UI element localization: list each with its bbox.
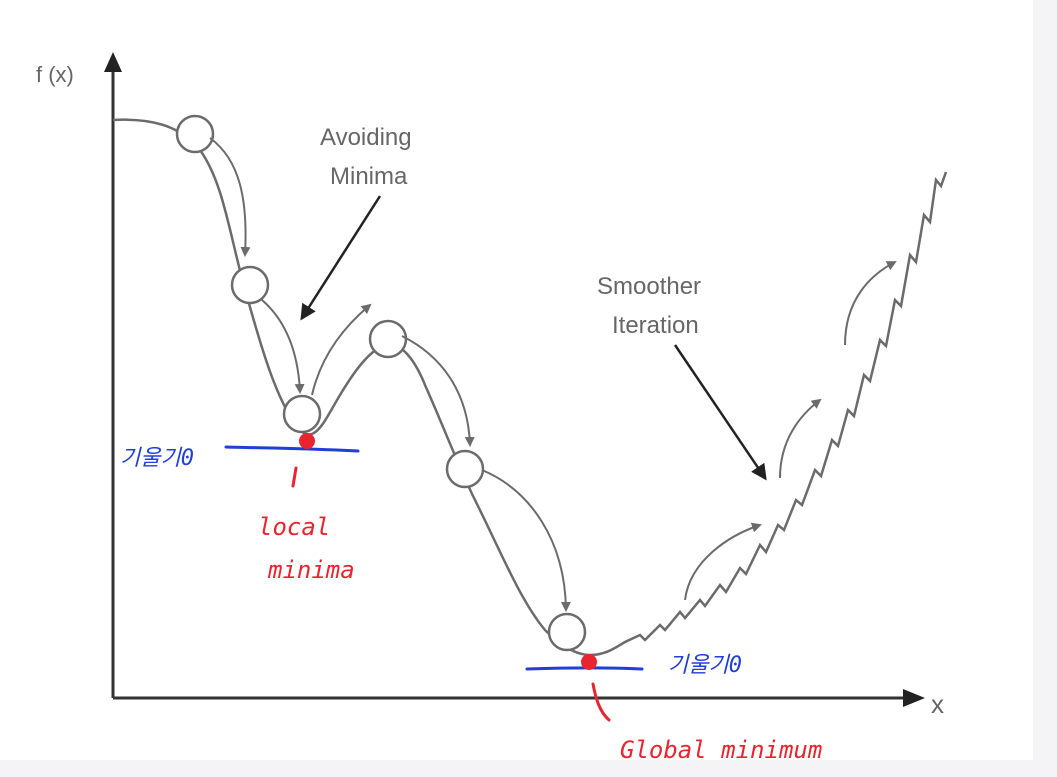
smooth-arc-2 [779, 398, 822, 479]
tangent-line-local [224, 445, 360, 453]
page-edge-right [1033, 0, 1057, 777]
avoiding-minima-line-1: Avoiding [320, 124, 412, 151]
step-arrow-3 [401, 335, 475, 447]
smooth-arc-3 [844, 261, 897, 346]
local-minima-label-line-1: local [258, 513, 330, 541]
local-minima-label-line-2: minima [267, 556, 355, 584]
gradient-zero-right-note: 기울기0 [668, 653, 742, 678]
step-arrow-escape [311, 303, 372, 396]
ball-4 [368, 319, 408, 359]
loss-curve [112, 118, 948, 657]
local-minima-tick [291, 466, 298, 488]
step-arrow-2 [261, 299, 305, 394]
avoiding-minima-line-2: Minima [330, 163, 408, 190]
tangent-line-global [525, 666, 644, 671]
ball-5 [445, 449, 485, 489]
gradient-zero-left-note: 기울기0 [120, 446, 194, 471]
smoother-iteration-line-1: Smoother [597, 273, 701, 300]
local-minima-point [299, 433, 315, 449]
global-minimum-point [581, 654, 597, 670]
x-axis-label: x [931, 689, 944, 719]
avoiding-minima-pointer [300, 195, 382, 321]
ball-3 [282, 394, 322, 434]
smooth-arc-1 [684, 522, 762, 601]
global-minimum-tick [591, 682, 611, 722]
smoother-iteration-pointer [673, 344, 767, 481]
smoother-iteration-line-2: Iteration [612, 312, 699, 339]
step-arrow-4 [481, 469, 571, 612]
y-axis-label: f (x) [36, 62, 74, 87]
global-minimum-label: Global minimum [620, 736, 822, 764]
ball-2 [230, 265, 270, 305]
ball-1 [175, 114, 215, 154]
page-edge-bottom [0, 760, 1057, 777]
x-axis-arrowhead [903, 689, 925, 707]
step-arrow-1 [209, 137, 251, 257]
ball-6 [547, 612, 587, 652]
y-axis-arrowhead [104, 52, 122, 72]
